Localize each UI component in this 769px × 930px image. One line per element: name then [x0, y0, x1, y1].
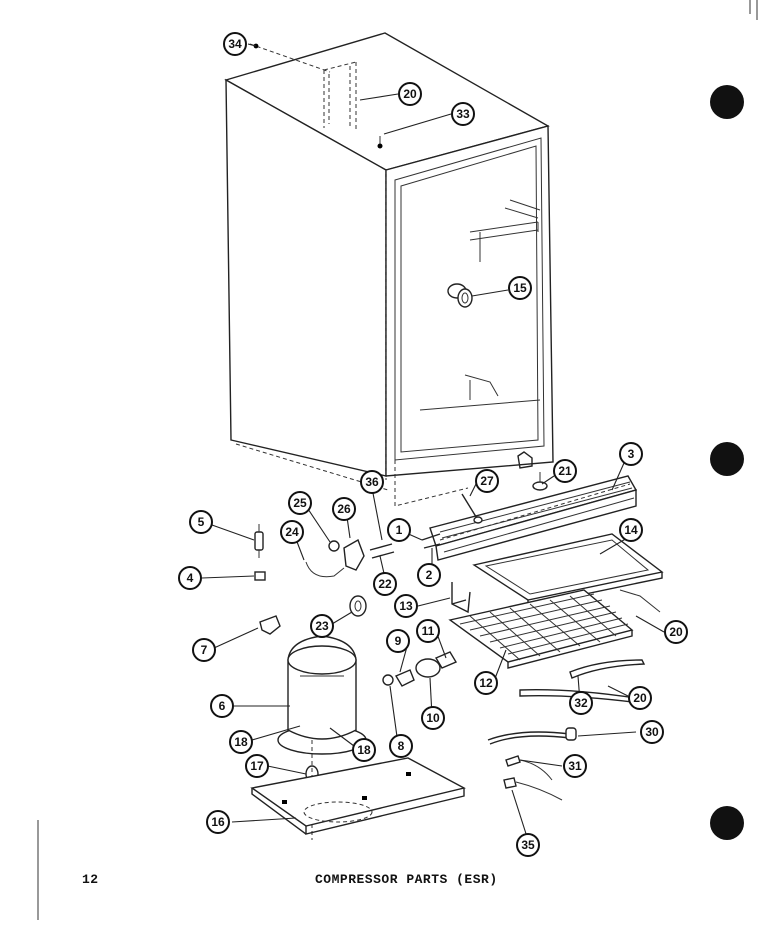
callout-22: 22: [373, 572, 397, 596]
svg-text:12: 12: [479, 676, 493, 690]
svg-text:4: 4: [187, 571, 194, 585]
callout-12: 12: [474, 671, 498, 695]
callout-20-top: 20: [398, 82, 422, 106]
svg-text:18: 18: [234, 735, 248, 749]
base-plate: [250, 757, 466, 835]
svg-text:36: 36: [365, 475, 379, 489]
svg-text:16: 16: [211, 815, 225, 829]
callout-2: 2: [417, 563, 441, 587]
svg-text:25: 25: [293, 496, 307, 510]
svg-text:15: 15: [513, 281, 527, 295]
svg-text:20: 20: [669, 625, 683, 639]
callout-20-lower: 20: [628, 686, 652, 710]
callout-6: 6: [210, 694, 234, 718]
svg-text:11: 11: [422, 624, 435, 638]
callout-23: 23: [310, 614, 334, 638]
refrigerator-cabinet: [224, 32, 554, 507]
svg-text:21: 21: [558, 464, 572, 478]
svg-text:34: 34: [228, 37, 242, 51]
callout-27: 27: [475, 469, 499, 493]
callout-10: 10: [421, 706, 445, 730]
callout-33: 33: [451, 102, 475, 126]
electrical-small-parts: [254, 472, 548, 687]
compressor: [277, 635, 367, 840]
svg-text:18: 18: [357, 743, 371, 757]
callout-31: 31: [563, 754, 587, 778]
callout-16: 16: [206, 810, 230, 834]
binder-hole-top: [710, 85, 744, 119]
callout-34: 34: [223, 32, 247, 56]
svg-text:24: 24: [285, 525, 299, 539]
svg-text:14: 14: [624, 523, 638, 537]
svg-text:5: 5: [198, 515, 205, 529]
callout-25: 25: [288, 491, 312, 515]
callout-30: 30: [640, 720, 664, 744]
callout-17: 17: [245, 754, 269, 778]
callout-11: 11: [416, 619, 440, 643]
callout-9: 9: [386, 629, 410, 653]
temperature-control-knob: [447, 283, 473, 308]
callout-14: 14: [619, 518, 643, 542]
callout-15: 15: [508, 276, 532, 300]
callout-18-left: 18: [229, 730, 253, 754]
callout-1: 1: [387, 518, 411, 542]
front-grille: [429, 475, 638, 561]
callout-7: 7: [192, 638, 216, 662]
svg-text:9: 9: [395, 634, 402, 648]
svg-text:30: 30: [645, 725, 659, 739]
svg-text:22: 22: [378, 577, 392, 591]
svg-text:8: 8: [398, 739, 405, 753]
callout-13: 13: [394, 594, 418, 618]
tubing-parts: [487, 659, 649, 801]
svg-text:1: 1: [396, 523, 403, 537]
page-number: 12: [82, 872, 99, 887]
callout-32: 32: [569, 691, 593, 715]
callout-5: 5: [189, 510, 213, 534]
svg-text:20: 20: [633, 691, 647, 705]
callout-4: 4: [178, 566, 202, 590]
callout-21: 21: [553, 459, 577, 483]
callout-3: 3: [619, 442, 643, 466]
callout-35: 35: [516, 833, 540, 857]
svg-text:3: 3: [628, 447, 635, 461]
callout-20-right: 20: [664, 620, 688, 644]
svg-text:10: 10: [426, 711, 440, 725]
svg-text:26: 26: [337, 502, 351, 516]
binder-hole-middle: [710, 442, 744, 476]
svg-text:17: 17: [250, 759, 264, 773]
binder-hole-bottom: [710, 806, 744, 840]
callout-18-right: 18: [352, 738, 376, 762]
callout-26: 26: [332, 497, 356, 521]
svg-text:35: 35: [521, 838, 535, 852]
page-caption: COMPRESSOR PARTS (ESR): [315, 872, 498, 887]
svg-text:2: 2: [426, 568, 433, 582]
condenser-coil: [448, 589, 634, 669]
svg-text:13: 13: [399, 599, 413, 613]
callout-24: 24: [280, 520, 304, 544]
svg-text:31: 31: [568, 759, 582, 773]
svg-text:32: 32: [574, 696, 588, 710]
svg-text:33: 33: [456, 107, 470, 121]
callout-36: 36: [360, 470, 384, 494]
svg-text:23: 23: [315, 619, 329, 633]
svg-text:7: 7: [201, 643, 208, 657]
callout-8: 8: [389, 734, 413, 758]
svg-text:20: 20: [403, 87, 417, 101]
svg-text:27: 27: [480, 474, 494, 488]
svg-text:6: 6: [219, 699, 226, 713]
